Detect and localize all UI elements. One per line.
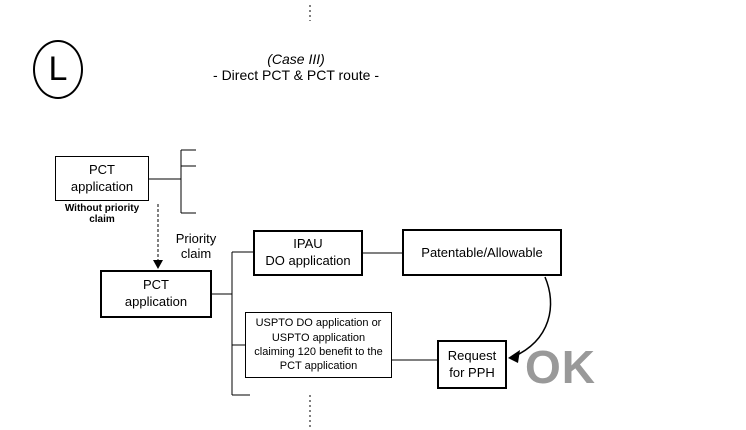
title-case-line: (Case III) [267,51,325,67]
patentable-to-pph-arrow [508,276,552,363]
pct-application-first-box: PCT application [55,156,149,201]
slide-marker-letter: L [48,50,68,88]
diagram-title: (Case III) - Direct PCT & PCT route - [186,51,406,83]
slide-marker-circle: L [33,40,83,99]
without-priority-claim-note: Without priority claim [64,203,140,225]
timeline-bracket [149,149,196,214]
patentable-to-pph-curve [512,276,552,358]
ok-label: OK [525,341,596,393]
priority-claim-arrowhead-icon [153,260,163,269]
ipau-do-application-box: IPAU DO application [253,230,363,276]
title-route-line: - Direct PCT & PCT route - [213,67,379,84]
patentable-allowable-box: Patentable/Allowable [402,229,562,276]
branch-connectors [212,251,437,396]
uspto-do-application-box: USPTO DO application or USPTO applicatio… [245,312,392,378]
priority-claim-arrow [153,204,163,269]
priority-claim-label: Priority claim [175,231,217,261]
patentable-to-pph-arrowhead-icon [508,350,520,363]
pct-application-second-box: PCT application [100,270,212,318]
request-for-pph-box: Request for PPH [437,340,507,389]
